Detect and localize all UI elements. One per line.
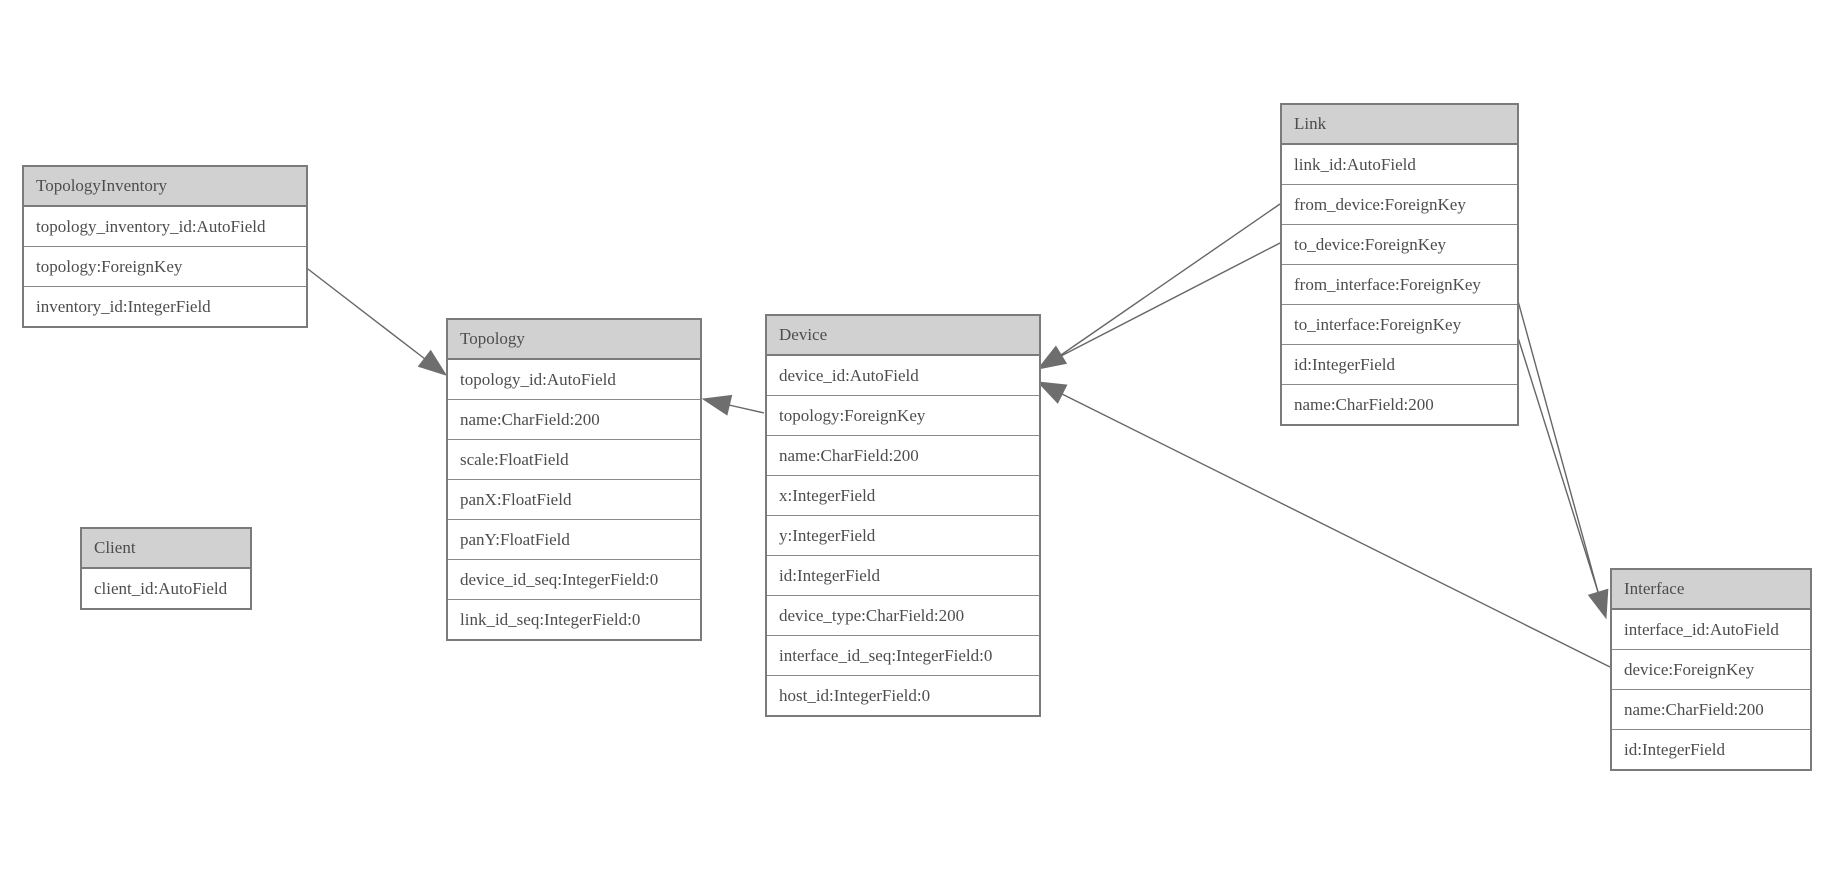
entity-header-interface: Interface (1612, 570, 1810, 610)
field-row: link_id_seq:IntegerField:0 (448, 599, 700, 639)
entity-title: TopologyInventory (36, 176, 168, 195)
field-label: name:CharField:200 (1624, 700, 1764, 719)
arrowhead-link-device (1036, 345, 1068, 370)
field-label: link_id_seq:IntegerField:0 (460, 610, 641, 629)
field-row: client_id:AutoField (82, 569, 250, 608)
field-row: interface_id:AutoField (1612, 610, 1810, 649)
field-label: id:IntegerField (779, 566, 881, 585)
field-row: inventory_id:IntegerField (24, 286, 306, 326)
entity-header-link: Link (1282, 105, 1517, 145)
entity-topology: Topology topology_id:AutoField name:Char… (446, 318, 702, 641)
field-label: client_id:AutoField (94, 579, 228, 598)
field-label: host_id:IntegerField:0 (779, 686, 931, 705)
field-row: id:IntegerField (1612, 729, 1810, 769)
field-row: host_id:IntegerField:0 (767, 675, 1039, 715)
field-row: link_id:AutoField (1282, 145, 1517, 184)
field-label: topology_id:AutoField (460, 370, 616, 389)
field-row: device_type:CharField:200 (767, 595, 1039, 635)
field-row: x:IntegerField (767, 475, 1039, 515)
entity-link: Link link_id:AutoField from_device:Forei… (1280, 103, 1519, 426)
edge-link-from-interface (1514, 289, 1599, 593)
entity-client: Client client_id:AutoField (80, 527, 252, 610)
field-label: panY:FloatField (460, 530, 570, 549)
arrowhead-topologyinventory-topology (417, 349, 448, 376)
field-label: from_interface:ForeignKey (1294, 275, 1481, 294)
field-row: id:IntegerField (767, 555, 1039, 595)
field-row: from_interface:ForeignKey (1282, 264, 1517, 304)
entity-header-client: Client (82, 529, 250, 569)
field-row: topology_id:AutoField (448, 360, 700, 399)
entity-title: Interface (1624, 579, 1685, 598)
field-row: interface_id_seq:IntegerField:0 (767, 635, 1039, 675)
field-label: panX:FloatField (460, 490, 572, 509)
field-label: topology:ForeignKey (36, 257, 183, 276)
field-row: from_device:ForeignKey (1282, 184, 1517, 224)
arrowhead-link-interface (1587, 588, 1609, 620)
field-label: topology:ForeignKey (779, 406, 926, 425)
field-label: inventory_id:IntegerField (36, 297, 211, 316)
field-row: panY:FloatField (448, 519, 700, 559)
entity-device: Device device_id:AutoField topology:Fore… (765, 314, 1041, 717)
field-label: device_id:AutoField (779, 366, 919, 385)
field-label: id:IntegerField (1624, 740, 1726, 759)
field-row: topology:ForeignKey (24, 246, 306, 286)
edge-link-from-device (1060, 203, 1281, 356)
edge-interface-device (1061, 393, 1611, 668)
edge-device-topology (728, 404, 765, 414)
field-row: panX:FloatField (448, 479, 700, 519)
entity-interface: Interface interface_id:AutoField device:… (1610, 568, 1812, 771)
field-label: y:IntegerField (779, 526, 876, 545)
field-row: name:CharField:200 (1612, 689, 1810, 729)
field-label: device:ForeignKey (1624, 660, 1755, 679)
field-label: x:IntegerField (779, 486, 876, 505)
arrowhead-interface-device (1036, 381, 1068, 404)
edge-link-to-interface (1514, 327, 1599, 593)
field-label: topology_inventory_id:AutoField (36, 217, 266, 236)
field-label: device_type:CharField:200 (779, 606, 965, 625)
entity-title: Link (1294, 114, 1327, 133)
field-label: from_device:ForeignKey (1294, 195, 1466, 214)
field-label: interface_id_seq:IntegerField:0 (779, 646, 993, 665)
edge-topologyinventory-topology (303, 265, 426, 360)
field-row: device_id:AutoField (767, 356, 1039, 395)
edge-link-to-device (1060, 242, 1281, 357)
field-row: name:CharField:200 (1282, 384, 1517, 424)
field-row: device:ForeignKey (1612, 649, 1810, 689)
entity-header-topologyinventory: TopologyInventory (24, 167, 306, 207)
entity-title: Device (779, 325, 828, 344)
field-row: topology:ForeignKey (767, 395, 1039, 435)
arrowhead-device-topology (701, 394, 733, 416)
field-row: name:CharField:200 (767, 435, 1039, 475)
entity-topologyinventory: TopologyInventory topology_inventory_id:… (22, 165, 308, 328)
entity-header-topology: Topology (448, 320, 700, 360)
field-row: y:IntegerField (767, 515, 1039, 555)
entity-title: Client (94, 538, 136, 557)
field-label: device_id_seq:IntegerField:0 (460, 570, 659, 589)
field-row: scale:FloatField (448, 439, 700, 479)
field-label: id:IntegerField (1294, 355, 1396, 374)
field-label: to_device:ForeignKey (1294, 235, 1447, 254)
field-row: to_interface:ForeignKey (1282, 304, 1517, 344)
field-label: name:CharField:200 (460, 410, 600, 429)
field-label: name:CharField:200 (1294, 395, 1434, 414)
field-row: topology_inventory_id:AutoField (24, 207, 306, 246)
entity-title: Topology (460, 329, 525, 348)
field-row: id:IntegerField (1282, 344, 1517, 384)
field-label: scale:FloatField (460, 450, 569, 469)
field-row: to_device:ForeignKey (1282, 224, 1517, 264)
entity-header-device: Device (767, 316, 1039, 356)
field-label: link_id:AutoField (1294, 155, 1416, 174)
field-row: device_id_seq:IntegerField:0 (448, 559, 700, 599)
field-label: to_interface:ForeignKey (1294, 315, 1462, 334)
field-label: name:CharField:200 (779, 446, 919, 465)
field-label: interface_id:AutoField (1624, 620, 1779, 639)
field-row: name:CharField:200 (448, 399, 700, 439)
